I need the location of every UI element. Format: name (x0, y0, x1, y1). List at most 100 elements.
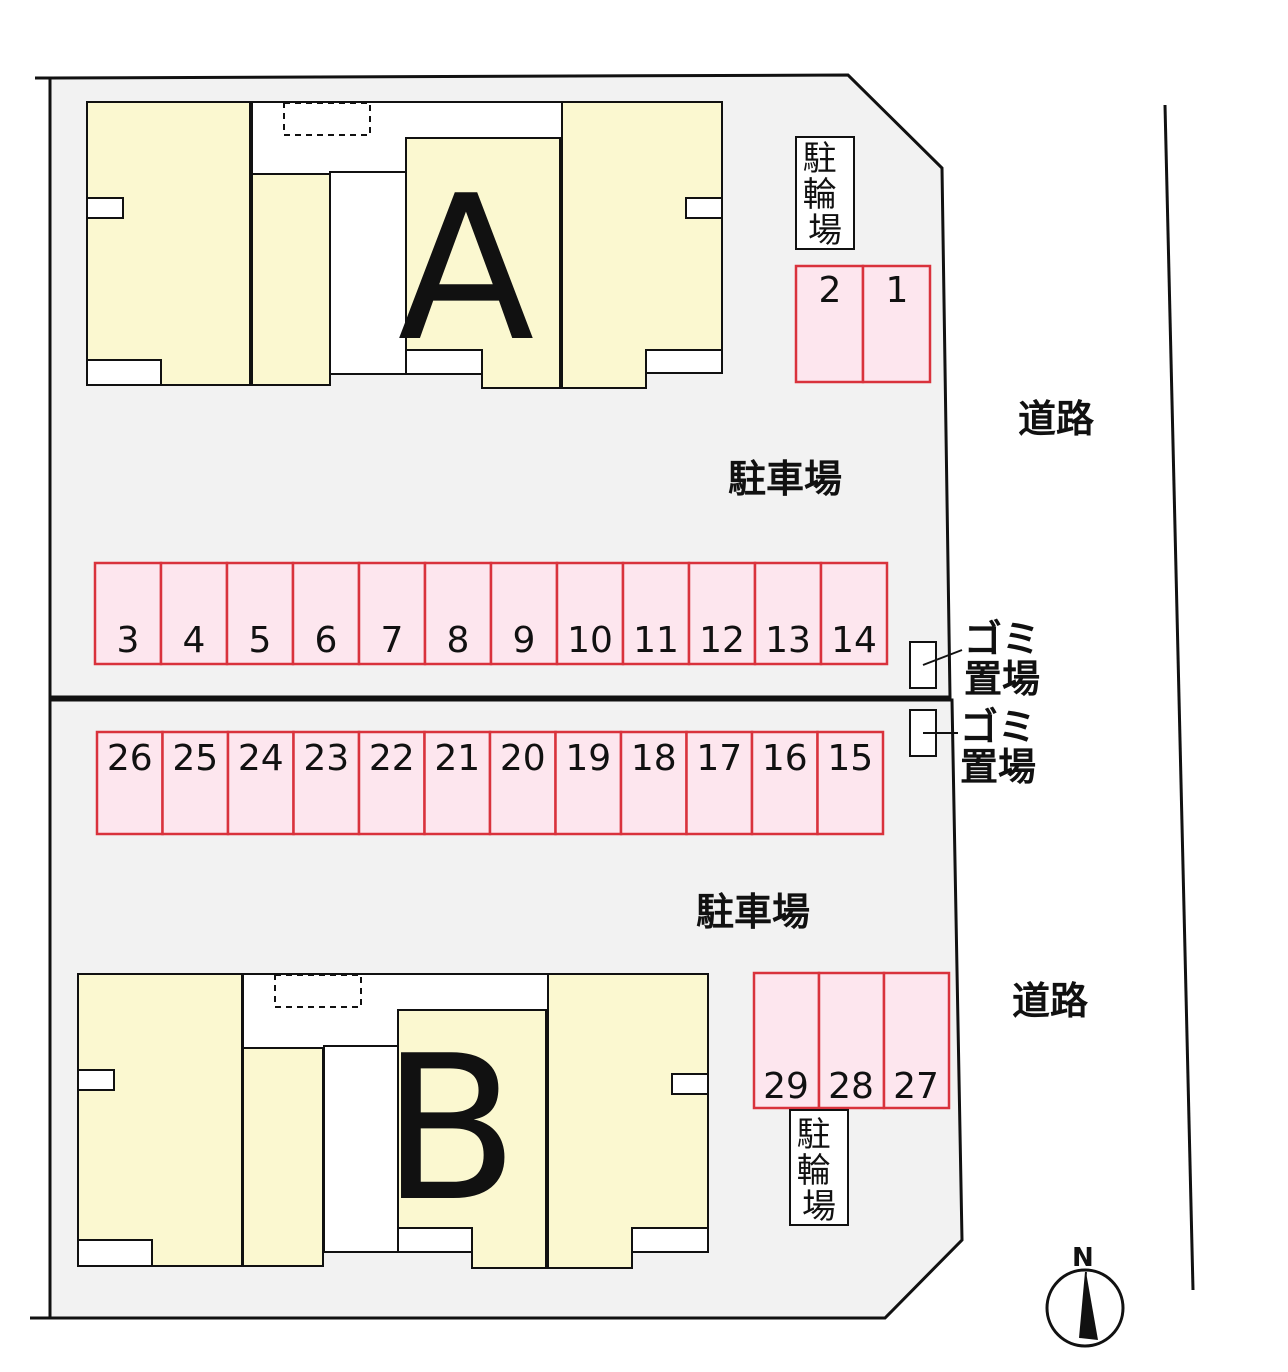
building-a-unit-1-window (86, 197, 124, 219)
building-a-unit-1 (86, 101, 251, 386)
parking-spot-27: 27 (893, 1066, 939, 1107)
parking-group-b: 29 28 27 (752, 971, 951, 1110)
parking-spot-16-box (750, 730, 819, 836)
bicycle-parking-a-label: 駐 輪 場 (803, 139, 848, 251)
building-b-unit-1-window (77, 1069, 115, 1091)
building-b-unit-2 (242, 1047, 324, 1267)
road-edge-line (1163, 104, 1195, 1291)
building-a-unit-4 (561, 101, 723, 389)
building-a-stair (329, 171, 407, 375)
parking-group-a-top: 2 1 (794, 264, 932, 384)
parking-spot-15: 15 (827, 738, 873, 779)
parking-spot-4-box (159, 561, 229, 666)
parking-spot-14-box (819, 561, 889, 666)
building-b-unit-1 (77, 973, 243, 1267)
parking-spot-21: 21 (434, 738, 480, 779)
building-a-letter: A (398, 153, 535, 386)
parking-spot-11: 11 (633, 620, 679, 661)
road-label-lower: 道路 (1012, 979, 1089, 1023)
garbage-area-b-line2: 置場 (960, 745, 1036, 789)
parking-spot-13: 13 (765, 620, 811, 661)
parking-spot-5-box (225, 561, 295, 666)
parking-spot-26-box (95, 730, 164, 836)
bicycle-parking-b-char-2: 輪 (797, 1151, 831, 1191)
garbage-area-a-line2: 置場 (964, 657, 1040, 701)
parking-spot-8: 8 (447, 620, 470, 661)
parking-spot-25: 25 (172, 738, 218, 779)
parking-spot-7-box (357, 561, 427, 666)
parking-spot-15-box (816, 730, 885, 836)
parking-spot-3-box (93, 561, 163, 666)
parking-spot-16: 16 (762, 738, 808, 779)
parking-spot-19-box (554, 730, 623, 836)
building-b-unit-4-notch (631, 1227, 709, 1253)
building-b-dashed-box (274, 974, 362, 1008)
bicycle-parking-a-char-1: 駐 (803, 139, 837, 179)
parking-spot-3: 3 (117, 620, 140, 661)
building-a-dashed-box (283, 102, 371, 136)
parking-spot-29: 29 (763, 1066, 809, 1107)
parking-spot-2-box (794, 264, 865, 384)
parking-spot-18: 18 (631, 738, 677, 779)
bicycle-parking-a-char-2: 輪 (803, 175, 837, 215)
bicycle-parking-b-box (789, 1109, 849, 1226)
parking-spot-19: 19 (565, 738, 611, 779)
road-label-upper: 道路 (1018, 397, 1095, 441)
parking-spot-17: 17 (696, 738, 742, 779)
parking-spot-23: 23 (303, 738, 349, 779)
building-b: B (77, 973, 709, 1269)
parking-label-b: 駐車場 (696, 890, 810, 934)
bicycle-parking-b-char-1: 駐 (797, 1115, 831, 1155)
parking-spot-4: 4 (183, 620, 206, 661)
parking-spot-12-box (687, 561, 757, 666)
parking-spot-6: 6 (315, 620, 338, 661)
parking-spot-12: 12 (699, 620, 745, 661)
building-b-unit-4 (547, 973, 709, 1269)
north-arrow-axis (1079, 1271, 1087, 1339)
building-b-unit-1-notch (77, 1239, 153, 1267)
building-a: A (86, 101, 723, 389)
parking-spot-25-box (161, 730, 230, 836)
building-a-unit-4-window (685, 197, 723, 219)
parking-spot-7: 7 (381, 620, 404, 661)
parking-spot-23-box (292, 730, 361, 836)
parking-spot-1-box (861, 264, 932, 384)
parking-spot-20: 20 (500, 738, 546, 779)
north-arrow-label: N (1072, 1243, 1094, 1273)
garbage-area-a-line1: ゴミ (964, 617, 1040, 661)
parking-spot-24-box (226, 730, 295, 836)
parking-spot-26: 26 (107, 738, 153, 779)
garbage-area-b-line1: ゴミ (960, 705, 1036, 749)
building-b-stair (323, 1045, 399, 1253)
building-a-unit-4-notch (645, 349, 723, 374)
bicycle-parking-a-char-3: 場 (808, 211, 842, 251)
parking-spot-14: 14 (831, 620, 877, 661)
garbage-area-a-leader (922, 649, 963, 666)
north-arrow: N (1045, 1243, 1125, 1348)
building-a-unit-1-notch (86, 359, 162, 386)
parking-label-a: 駐車場 (728, 457, 842, 501)
parking-spot-22-box (357, 730, 426, 836)
parking-spot-5: 5 (249, 620, 272, 661)
parking-spot-27-box (882, 971, 951, 1110)
parking-spot-24: 24 (238, 738, 284, 779)
parking-spot-28-box (817, 971, 886, 1110)
bicycle-parking-b-char-3: 場 (802, 1187, 836, 1227)
bicycle-parking-b-label: 駐 輪 場 (797, 1115, 842, 1227)
building-b-letter: B (381, 1013, 518, 1246)
parking-spot-6-box (291, 561, 361, 666)
building-a-unit-2 (251, 173, 331, 386)
parking-spot-20-box (488, 730, 557, 836)
building-b-unit-4-window (671, 1073, 709, 1095)
parking-spot-11-box (621, 561, 691, 666)
parking-spot-29-box (752, 971, 821, 1110)
parking-spot-2: 2 (819, 270, 842, 311)
parking-spot-10: 10 (567, 620, 613, 661)
parking-spot-28: 28 (828, 1066, 874, 1107)
bicycle-parking-a-box (795, 136, 855, 250)
building-b-unit-3-notch (397, 1227, 473, 1253)
building-a-unit-3-notch (405, 349, 483, 375)
